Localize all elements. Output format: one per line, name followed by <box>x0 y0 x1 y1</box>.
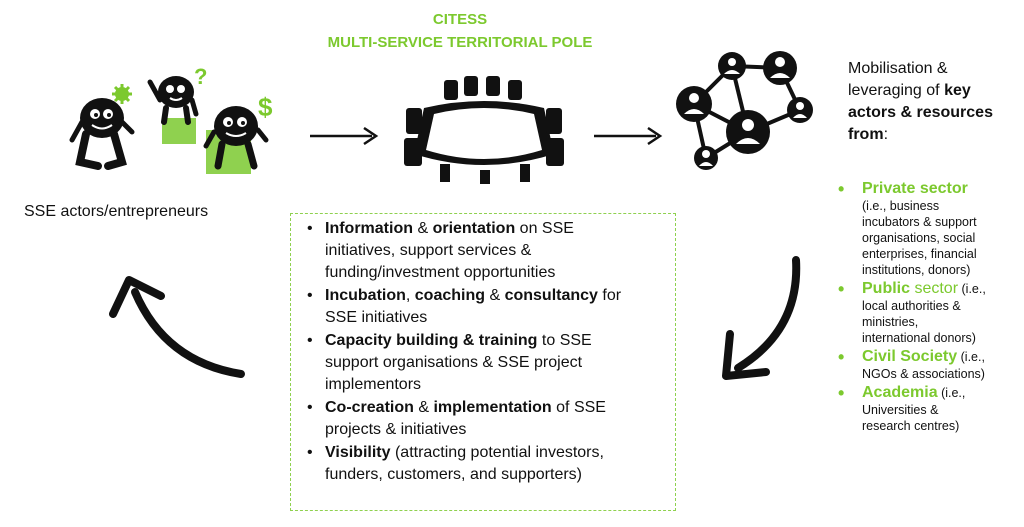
sector-name: Private sector <box>862 180 968 197</box>
sector-detail: institutions, donors) <box>862 263 971 277</box>
sector-name: Academia <box>862 384 938 401</box>
sector-detail: NGOs & associations) <box>862 367 985 381</box>
service-item: • Capacity building & training to SSE su… <box>307 332 592 393</box>
dollar-icon: $ <box>258 92 273 122</box>
sector-detail: enterprises, financial <box>862 247 977 261</box>
service-bold: Co-creation <box>325 399 414 416</box>
service-item: • Co-creation & implementation of SSE pr… <box>307 399 606 438</box>
sector-detail: international donors) <box>862 331 976 345</box>
sse-actors-label: SSE actors/entrepreneurs <box>24 203 209 220</box>
service-bold: Visibility <box>325 444 391 461</box>
service-text: & <box>485 287 505 304</box>
meeting-table-icon <box>404 76 564 184</box>
question-mark-icon: ? <box>194 64 207 89</box>
sector-detail: organisations, social <box>862 231 976 245</box>
network-people-icon <box>676 51 813 170</box>
sector-detail: (i.e., business <box>862 199 940 213</box>
sector-name: Public <box>862 280 911 297</box>
service-text: for <box>597 287 622 304</box>
service-text: implementors <box>325 376 422 393</box>
sector-detail: research centres) <box>862 419 960 433</box>
service-text: , <box>405 287 415 304</box>
arrow-right-2-icon <box>594 126 663 146</box>
arrow-right-1-icon <box>310 126 379 146</box>
sector-public: • Public sector (i.e., local authorities… <box>836 279 1021 346</box>
service-text: funding/investment opportunities <box>325 264 556 281</box>
mobilisation-line-3: actors & resources <box>848 104 993 121</box>
title-line-1: CITESS <box>432 11 488 28</box>
service-text: projects & initiatives <box>325 421 467 438</box>
service-text: & <box>413 399 434 416</box>
title-line-2: MULTI-SERVICE TERRITORIAL POLE <box>327 34 593 51</box>
mobilisation-line-2: leveraging of <box>848 82 945 99</box>
curved-arrow-down-left-icon <box>722 256 801 380</box>
sector-inline-detail: (i.e., <box>957 350 985 364</box>
sector-detail: incubators & support <box>862 215 977 229</box>
mobilisation-line-2-bold: key <box>944 82 971 99</box>
service-item: • Visibility (attracting potential inves… <box>307 444 604 483</box>
service-text: support organisations & SSE project <box>325 354 583 371</box>
service-text: (attracting potential investors, <box>390 444 604 461</box>
sector-detail: local authorities & <box>862 299 961 313</box>
sector-name-suffix: sector <box>910 280 959 297</box>
curved-arrow-up-left-icon <box>109 276 245 378</box>
service-text: SSE initiatives <box>325 309 428 326</box>
service-bold: Capacity building & training <box>325 332 538 349</box>
service-text: on SSE <box>515 220 574 237</box>
sector-name: Civil Society <box>862 348 958 365</box>
service-text: to SSE <box>537 332 592 349</box>
sector-civil-society: • Civil Society (i.e., NGOs & associatio… <box>836 347 1021 382</box>
service-bold: Incubation <box>325 287 406 304</box>
service-text: of SSE <box>551 399 606 416</box>
sector-private: • Private sector (i.e., business incubat… <box>836 179 1021 278</box>
sector-detail: Universities & <box>862 403 939 417</box>
service-bold: coaching <box>414 287 486 304</box>
sector-detail: ministries, <box>862 315 919 329</box>
sector-academia: • Academia (i.e., Universities & researc… <box>836 383 1021 434</box>
sector-inline-detail: (i.e., <box>937 386 966 400</box>
mobilisation-text: Mobilisation & leveraging of key actors … <box>848 58 1018 146</box>
mobilisation-colon: : <box>883 126 889 143</box>
services-box: • Information & orientation on SSE initi… <box>290 213 676 511</box>
entrepreneur-figures-icon: ? $ <box>69 64 273 174</box>
service-text: funders, customers, and supporters) <box>325 466 583 483</box>
mobilisation-line-4: from <box>848 126 884 143</box>
diagram-title: CITESS MULTI-SERVICE TERRITORIAL POLE <box>300 8 620 54</box>
service-item: • Incubation, coaching & consultancy for… <box>307 287 622 326</box>
mobilisation-line-1: Mobilisation & <box>848 60 948 77</box>
gear-icon <box>112 84 132 104</box>
service-bold: implementation <box>433 399 552 416</box>
service-bold: orientation <box>432 220 516 237</box>
sector-inline-detail: (i.e., <box>958 282 986 296</box>
service-bold: Information <box>325 220 413 237</box>
service-item: • Information & orientation on SSE initi… <box>307 220 574 281</box>
service-text: initiatives, support services & <box>325 242 532 259</box>
sectors-list: • Private sector (i.e., business incubat… <box>836 179 1021 436</box>
service-bold: consultancy <box>504 287 598 304</box>
service-text: & <box>413 220 433 237</box>
